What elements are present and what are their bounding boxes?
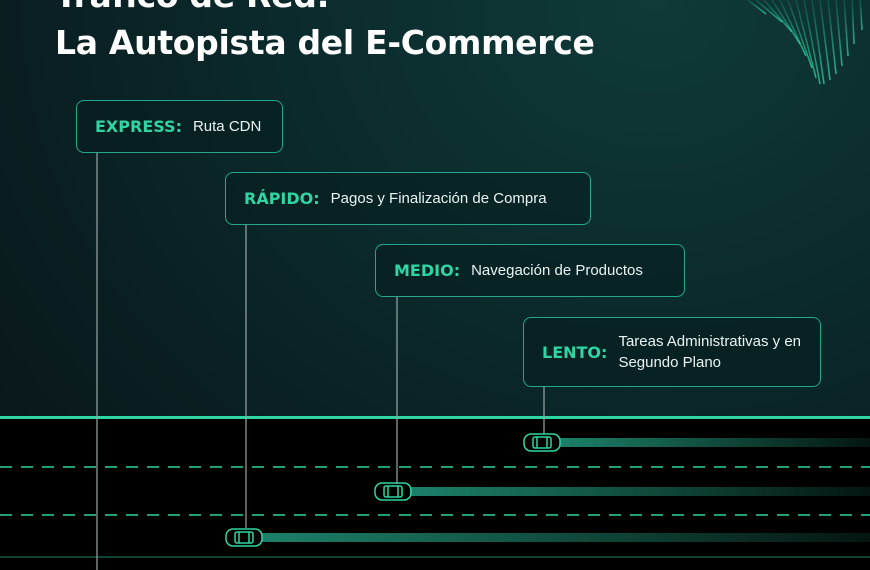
car-icon	[374, 482, 412, 501]
lane-card-express: EXPRESS: Ruta CDN	[76, 100, 283, 153]
lane-keyword: EXPRESS:	[95, 117, 182, 136]
lane-card-rapido: RÁPIDO: Pagos y Finalización de Compra	[225, 172, 591, 225]
road-edge-line	[0, 416, 870, 419]
lane-keyword: RÁPIDO:	[244, 189, 320, 208]
trail-medio	[410, 487, 870, 496]
lane-card-medio: MEDIO: Navegación de Productos	[375, 244, 685, 297]
lane-keyword: MEDIO:	[394, 261, 461, 280]
lane-card-lento: LENTO: Tareas Administrativas y en Segun…	[523, 317, 821, 387]
lane-keyword: LENTO:	[542, 342, 608, 362]
lane-description: Tareas Administrativas y en Segundo Plan…	[618, 333, 802, 371]
car-icon	[523, 433, 561, 452]
title-line-2: La Autopista del E-Commerce	[55, 23, 595, 62]
car-icon	[225, 528, 263, 547]
title-line-1: Tráfico de Red:	[55, 0, 595, 19]
lane-description: Ruta CDN	[192, 118, 262, 135]
trail-lento	[560, 438, 870, 447]
diagonal-stripes-decoration	[747, 0, 869, 85]
trail-rapido	[262, 533, 870, 542]
page-title: Tráfico de Red: La Autopista del E-Comme…	[55, 0, 595, 66]
lane-description: Pagos y Finalización de Compra	[330, 190, 547, 207]
lane-description: Navegación de Productos	[471, 262, 643, 279]
